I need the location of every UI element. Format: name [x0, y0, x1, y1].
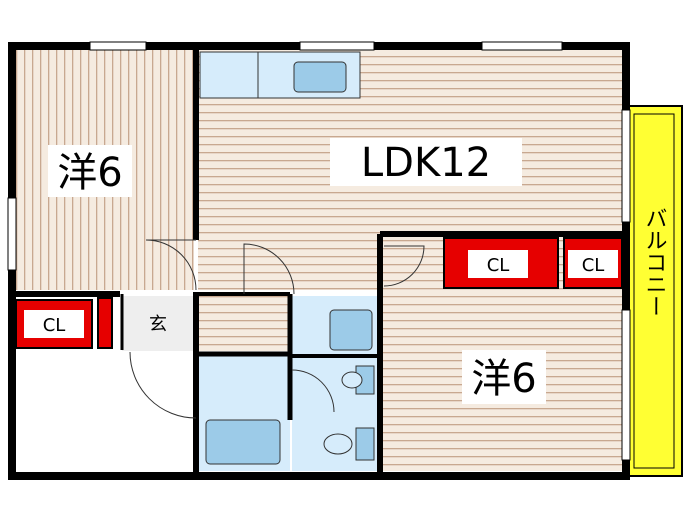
- closet-label-right: CL: [582, 255, 605, 276]
- kitchen-sink: [293, 61, 347, 93]
- entrance-label: 玄: [149, 314, 167, 335]
- balcony-area: [625, 105, 683, 477]
- room-label-western-se: 洋6: [471, 356, 536, 402]
- toilet-bowl: [341, 371, 363, 389]
- floor-hall: [198, 296, 290, 351]
- closet-label-left: CL: [43, 315, 66, 336]
- bathtub: [205, 419, 281, 465]
- room-label-western-nw: 洋6: [57, 150, 122, 196]
- balcony-label: バルコニー: [642, 207, 667, 317]
- door-swings: [129, 239, 425, 419]
- toilet-tank-2: [355, 427, 375, 461]
- windows: [7, 41, 631, 461]
- closet-left-narrow: [97, 297, 113, 349]
- room-label-ldk: LDK12: [361, 140, 491, 186]
- toilet-bowl-2: [323, 433, 353, 455]
- closet-label-mid: CL: [487, 255, 510, 276]
- washbasin: [329, 309, 373, 351]
- entrance-floor: [122, 296, 196, 351]
